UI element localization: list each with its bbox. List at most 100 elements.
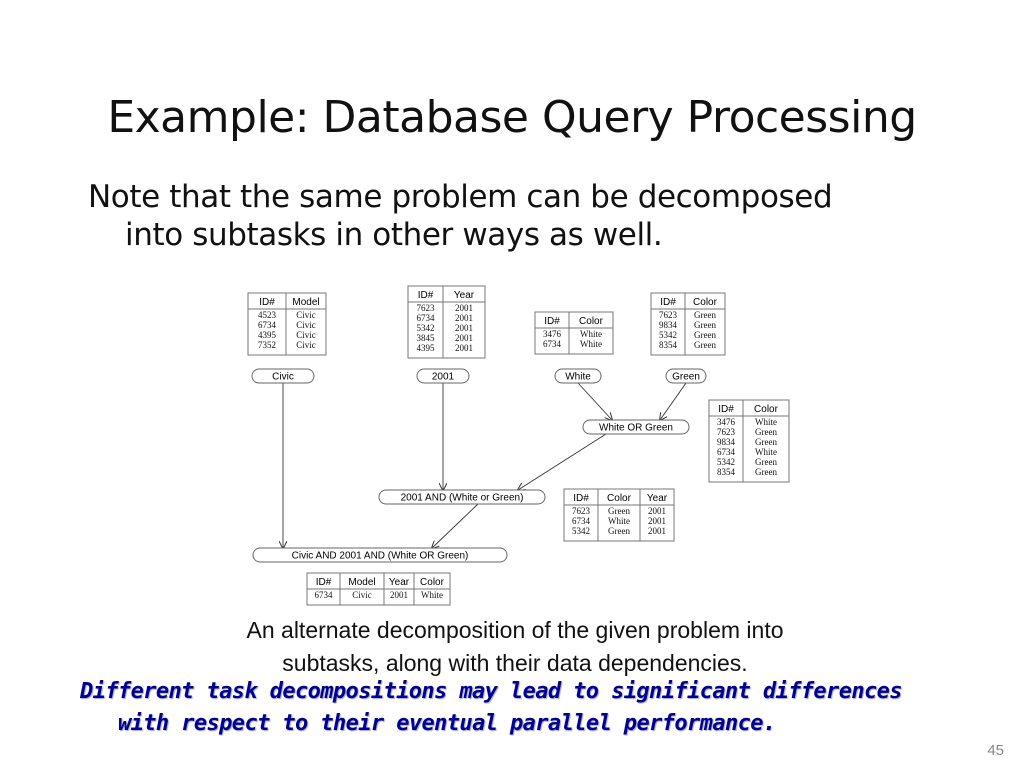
table-cell: White <box>755 447 777 457</box>
table-cell: 4395 <box>258 330 277 340</box>
table-header-cell: ID# <box>573 493 589 504</box>
table-cell: 5342 <box>417 323 435 333</box>
civic-table: ID#4523673443957352ModelCivicCivicCivicC… <box>247 292 327 356</box>
node-label: Green <box>672 372 700 383</box>
table-cell: 3476 <box>543 329 562 339</box>
table-cell: Green <box>755 427 777 437</box>
slide-title: Example: Database Query Processing <box>107 92 917 143</box>
table-cell: 2001 <box>455 303 473 313</box>
caption-line-1: An alternate decomposition of the given … <box>246 617 784 643</box>
table-header-cell: Color <box>420 577 445 588</box>
table-cell: Green <box>694 330 716 340</box>
node-label: 2001 AND (White or Green) <box>401 493 524 504</box>
table-cell: 5342 <box>717 457 735 467</box>
node-box <box>252 547 508 563</box>
table-cell: 2001 <box>455 333 473 343</box>
table-cell: 4523 <box>258 310 277 320</box>
table-cell: 3845 <box>417 333 436 343</box>
table-cell: Green <box>694 310 716 320</box>
table-header-cell: ID# <box>259 297 275 308</box>
table-cell: Green <box>755 437 777 447</box>
table-cell: Civic <box>296 340 316 350</box>
table-header-cell: Color <box>579 316 604 327</box>
table-cell: Green <box>694 320 716 330</box>
table-cell: 7623 <box>417 303 436 313</box>
node-box <box>251 368 315 384</box>
body-text: Note that the same problem can be decomp… <box>88 178 968 254</box>
table-cell: 2001 <box>455 343 473 353</box>
table-cell: White <box>755 417 777 427</box>
table-header-cell: ID# <box>418 290 434 301</box>
table-cell: Civic <box>352 590 372 600</box>
table-header-cell: Model <box>292 297 319 308</box>
highlight-note: Different task decompositions may lead t… <box>80 676 980 740</box>
table-frame <box>534 311 614 355</box>
table-cell: 7352 <box>258 340 276 350</box>
green-table: ID#7623983453428354ColorGreenGreenGreenG… <box>650 292 726 356</box>
table-cell: 2001 <box>455 313 473 323</box>
table-cell: 6734 <box>258 320 277 330</box>
table-cell: 6734 <box>717 447 736 457</box>
table-cell: White <box>421 590 443 600</box>
node-final: Civic AND 2001 AND (White OR Green) <box>252 547 508 563</box>
white-or-green-table: ID#347676239834673453428354ColorWhiteGre… <box>708 399 790 483</box>
table-cell: 5342 <box>659 330 677 340</box>
table-header-cell: ID# <box>718 404 734 415</box>
page-number: 45 <box>987 742 1004 759</box>
table-frame <box>247 292 327 356</box>
table-cell: Civic <box>296 320 316 330</box>
table-frame <box>708 399 790 483</box>
node-label: Civic <box>272 372 294 383</box>
table-cell: 4395 <box>417 343 436 353</box>
table-frame <box>407 285 486 359</box>
table-cell: Green <box>694 340 716 350</box>
table-cell: White <box>580 339 602 349</box>
note-line-2: with respect to their eventual parallel … <box>118 711 776 736</box>
year-table: ID#76236734534238454395Year2001200120012… <box>407 285 486 359</box>
table-cell: 9834 <box>717 437 736 447</box>
node-white-or-green: White OR Green <box>582 419 690 435</box>
table-cell: 6734 <box>315 590 334 600</box>
node-box <box>378 489 546 505</box>
table-cell: 6734 <box>572 516 591 526</box>
caption-line-2: subtasks, along with their data dependen… <box>282 650 748 676</box>
node-label: 2001 <box>432 372 455 383</box>
table-cell: 7623 <box>572 506 591 516</box>
table-cell: White <box>608 516 630 526</box>
diagram-caption: An alternate decomposition of the given … <box>150 614 880 680</box>
node-label: Civic AND 2001 AND (White OR Green) <box>292 551 469 562</box>
node-box <box>554 368 602 384</box>
table-cell: 2001 <box>648 506 666 516</box>
table-header-cell: Color <box>754 404 779 415</box>
table-cell: Civic <box>296 330 316 340</box>
table-cell: 2001 <box>648 526 666 536</box>
edge-2001-and-to-final <box>432 503 479 548</box>
body-line-1: Note that the same problem can be decomp… <box>88 179 833 215</box>
table-cell: Green <box>608 506 630 516</box>
table-header-cell: Year <box>454 290 475 301</box>
table-frame <box>650 292 726 356</box>
table-cell: 2001 <box>648 516 666 526</box>
table-cell: 9834 <box>659 320 678 330</box>
table-header-cell: Model <box>348 577 375 588</box>
table-cell: Civic <box>296 310 316 320</box>
node-label: White OR Green <box>599 423 673 434</box>
table-cell: 6734 <box>543 339 562 349</box>
node-civic: Civic <box>251 368 315 384</box>
node-green: Green <box>665 368 707 384</box>
node-2001-and: 2001 AND (White or Green) <box>378 489 546 505</box>
table-header-cell: Year <box>389 577 410 588</box>
table-header-cell: ID# <box>544 316 560 327</box>
table-cell: 7623 <box>659 310 678 320</box>
table-header-cell: ID# <box>660 297 676 308</box>
node-label: White <box>565 372 591 383</box>
table-cell: Green <box>755 467 777 477</box>
table-cell: 5342 <box>572 526 590 536</box>
2001-and-table: ID#762367345342ColorGreenWhiteGreenYear2… <box>563 488 675 542</box>
table-cell: 6734 <box>417 313 436 323</box>
edge-white-to-or <box>577 382 612 420</box>
node-box <box>582 419 690 435</box>
body-line-2: into subtasks in other ways as well. <box>125 217 663 253</box>
